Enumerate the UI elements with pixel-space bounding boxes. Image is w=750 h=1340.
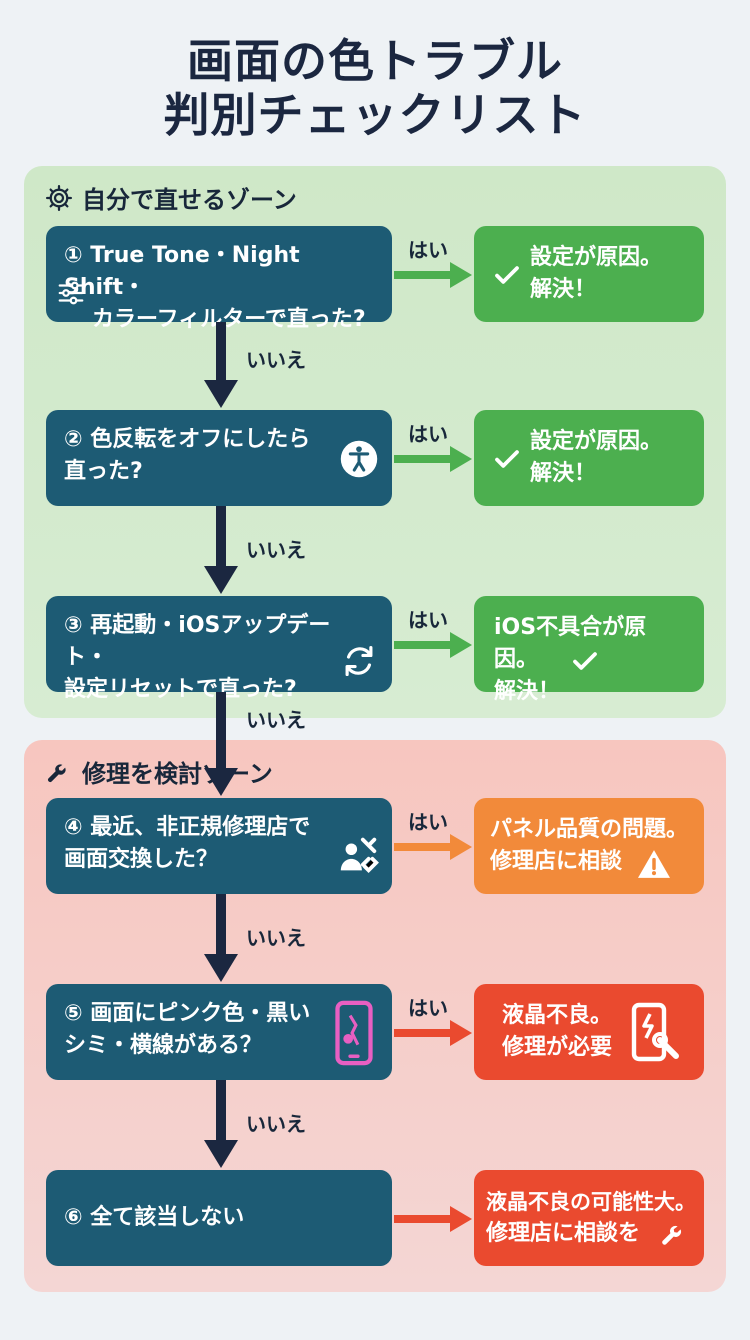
answer-3-line1: iOS不具合が原因。: [494, 615, 647, 672]
question-4-line2: 画面交換した？: [64, 847, 219, 872]
yes-arrow-2: [394, 446, 472, 472]
question-box-2: ② 色反転をオフにしたら 直った?: [46, 410, 392, 506]
sliders-icon: [58, 281, 84, 305]
yes-label-1: はい: [408, 238, 448, 262]
answer-2-line2: 解決！: [530, 461, 597, 486]
answer-box-6: 液晶不良の可能性大。 修理店に相談を: [474, 1170, 704, 1266]
answer-1-line1: 設定が原因。: [530, 245, 663, 270]
no-arrow-5: [204, 1080, 238, 1168]
yes-label-5: はい: [408, 996, 448, 1020]
question-3-line2: 設定リセットで直った?: [64, 677, 297, 702]
question-6-line1: ⑥ 全て該当しない: [64, 1205, 245, 1230]
answer-4-line2: 修理店に相談: [490, 849, 623, 874]
question-5-line1: ⑤ 画面にピンク色・黒い: [64, 1001, 311, 1026]
no-label-1: いいえ: [246, 348, 306, 372]
check-icon: [495, 266, 519, 284]
answer-5-line1: 液晶不良。: [502, 1003, 613, 1028]
no-label-2: いいえ: [246, 538, 306, 562]
question-1-line2: カラーフィルターで直った?: [92, 307, 366, 332]
yes-arrow-1: [394, 262, 472, 288]
answer-6-line1: 液晶不良の可能性大。: [486, 1190, 696, 1214]
zone-self-fix-label: 自分で直せるゾーン: [82, 186, 297, 214]
answer-box-5: 液晶不良。 修理が必要: [474, 984, 704, 1080]
no-label-5: いいえ: [246, 1112, 306, 1136]
question-1-line1: ① True Tone・Night Shift・: [64, 243, 300, 300]
no-label-3: いいえ: [246, 708, 306, 732]
gear-icon: [46, 184, 72, 211]
final-arrow-6: [394, 1206, 472, 1232]
question-box-5: ⑤ 画面にピンク色・黒い シミ・横線がある？: [46, 984, 392, 1080]
warning-icon: [638, 850, 670, 878]
yes-arrow-5: [394, 1020, 472, 1046]
question-4-line1: ④ 最近、非正規修理店で: [64, 815, 311, 840]
question-2-line1: ② 色反転をオフにしたら: [64, 427, 311, 452]
answer-1-line2: 解決！: [530, 277, 597, 302]
yes-label-4: はい: [408, 810, 448, 834]
wrench-icon: [47, 763, 66, 782]
question-box-4: ④ 最近、非正規修理店で 画面交換した？: [46, 798, 392, 894]
answer-5-line2: 修理が必要: [502, 1035, 613, 1060]
accessibility-icon: [340, 440, 378, 478]
phone-repair-icon: [631, 1002, 679, 1062]
refresh-icon: [345, 645, 373, 677]
page-title-line1: 画面の色トラブル: [187, 34, 563, 88]
page-title-line2: 判別チェックリスト: [163, 88, 587, 142]
no-arrow-4: [204, 894, 238, 982]
no-arrow-3: [204, 692, 238, 796]
zone-self-fix-header: 自分で直せるゾーン: [44, 180, 297, 215]
check-icon: [573, 652, 597, 670]
question-box-6: ⑥ 全て該当しない: [46, 1170, 392, 1266]
damaged-phone-icon: [335, 1000, 373, 1066]
yes-label-3: はい: [408, 608, 448, 632]
yes-arrow-4: [394, 834, 472, 860]
check-icon: [495, 450, 519, 468]
question-2-line2: 直った?: [64, 459, 143, 484]
no-arrow-1: [204, 322, 238, 408]
question-3-line1: ③ 再起動・iOSアップデート・: [64, 613, 331, 670]
answer-box-4: パネル品質の問題。 修理店に相談: [474, 798, 704, 894]
wrench-icon: [662, 1225, 682, 1245]
no-label-4: いいえ: [246, 926, 306, 950]
question-box-1: ① True Tone・Night Shift・ カラーフィルターで直った?: [46, 226, 392, 332]
yes-arrow-3: [394, 632, 472, 658]
zone-repair-label: 修理を検討ゾーン: [82, 760, 273, 788]
question-box-3: ③ 再起動・iOSアップデート・ 設定リセットで直った?: [46, 596, 392, 702]
answer-3-line2: 解決！: [494, 679, 561, 704]
technician-icon: [340, 837, 379, 874]
question-5-line2: シミ・横線がある？: [64, 1033, 263, 1058]
answer-6-line2: 修理店に相談を: [486, 1221, 641, 1246]
answer-2-line1: 設定が原因。: [530, 429, 663, 454]
zone-repair-header: 修理を検討ゾーン: [44, 754, 273, 789]
answer-box-1: 設定が原因。 解決！: [474, 226, 704, 322]
yes-label-2: はい: [408, 422, 448, 446]
answer-box-2: 設定が原因。 解決！: [474, 410, 704, 506]
no-arrow-2: [204, 506, 238, 594]
answer-4-line1: パネル品質の問題。: [490, 817, 689, 842]
answer-box-3: iOS不具合が原因。 解決！: [474, 596, 704, 704]
